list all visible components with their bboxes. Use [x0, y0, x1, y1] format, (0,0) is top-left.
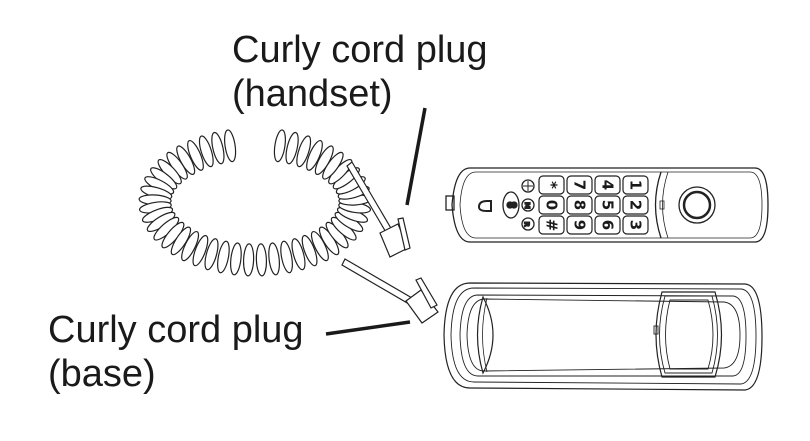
- key-2: 2: [622, 195, 649, 215]
- svg-text:*: *: [543, 181, 561, 189]
- base-plug: [341, 258, 439, 324]
- cord-coil-loop: [181, 230, 200, 262]
- cord-coil-loop: [204, 238, 219, 271]
- cord-coil-loop: [301, 234, 318, 267]
- side-button-redial: R: [521, 217, 535, 231]
- cord-coil-loop: [291, 238, 306, 271]
- svg-text:M: M: [523, 202, 531, 209]
- cord-coil-loop: [296, 135, 312, 168]
- key-9: 9: [566, 215, 593, 235]
- svg-text:5: 5: [599, 200, 617, 210]
- label-handset-plug: Curly cord plug (handset): [232, 28, 488, 116]
- key-5: 5: [594, 195, 621, 215]
- label-base-line2: (base): [48, 353, 156, 395]
- label-base-plug: Curly cord plug (base): [48, 308, 304, 396]
- cord-coil-loop: [198, 135, 214, 168]
- cord-coil-loop: [192, 234, 209, 267]
- cord-coil-loop: [242, 243, 255, 277]
- microphone-icon: [477, 200, 492, 212]
- label-handset-line1: Curly cord plug: [232, 29, 488, 71]
- leader-line-base: [325, 320, 411, 336]
- cord-coil-loop: [187, 139, 204, 171]
- key-hash: #: [538, 215, 565, 235]
- svg-text:3: 3: [627, 220, 645, 230]
- leader-line-handset: [405, 107, 427, 206]
- key-3: 3: [622, 215, 649, 235]
- key-8: 8: [566, 195, 593, 215]
- svg-text:0: 0: [543, 200, 561, 210]
- label-base-line1: Curly cord plug: [48, 309, 304, 351]
- cord-coil-loop: [280, 240, 293, 274]
- cord-coil-loop: [217, 240, 230, 274]
- mute-button: [506, 201, 518, 209]
- svg-text:7: 7: [571, 180, 589, 190]
- svg-text:9: 9: [571, 220, 589, 230]
- cord-coil-loop: [268, 242, 280, 276]
- svg-text:4: 4: [599, 180, 617, 190]
- handset-plug: [346, 161, 411, 258]
- cord-coil-loop: [211, 131, 225, 165]
- cord-coil-loop: [255, 243, 268, 277]
- cord-coil-loop: [230, 242, 242, 276]
- key-7: 7: [566, 175, 593, 195]
- side-button-memory: M: [521, 198, 535, 212]
- key-4: 4: [594, 175, 621, 195]
- cord-coil-loop: [224, 129, 237, 163]
- label-handset-line2: (handset): [232, 73, 393, 115]
- svg-text:1: 1: [627, 180, 645, 190]
- side-button-intercom: [521, 179, 535, 193]
- svg-text:8: 8: [571, 200, 589, 210]
- svg-text:2: 2: [627, 200, 645, 210]
- cord-coil-loop: [273, 129, 286, 163]
- key-star: *: [538, 175, 565, 195]
- earpiece-outer: [678, 186, 716, 224]
- key-0: 0: [538, 195, 565, 215]
- key-6: 6: [594, 215, 621, 235]
- svg-text:6: 6: [599, 220, 617, 230]
- key-1: 1: [622, 175, 649, 195]
- cord-coil-loop: [285, 131, 299, 165]
- svg-text:#: #: [543, 219, 561, 232]
- curly-cord: [138, 129, 372, 277]
- cord-coil-loop: [314, 145, 334, 175]
- cord-coil-loop: [306, 139, 323, 171]
- svg-text:R: R: [523, 222, 531, 228]
- base-cradle: [443, 282, 763, 391]
- earpiece-inner: [682, 190, 712, 220]
